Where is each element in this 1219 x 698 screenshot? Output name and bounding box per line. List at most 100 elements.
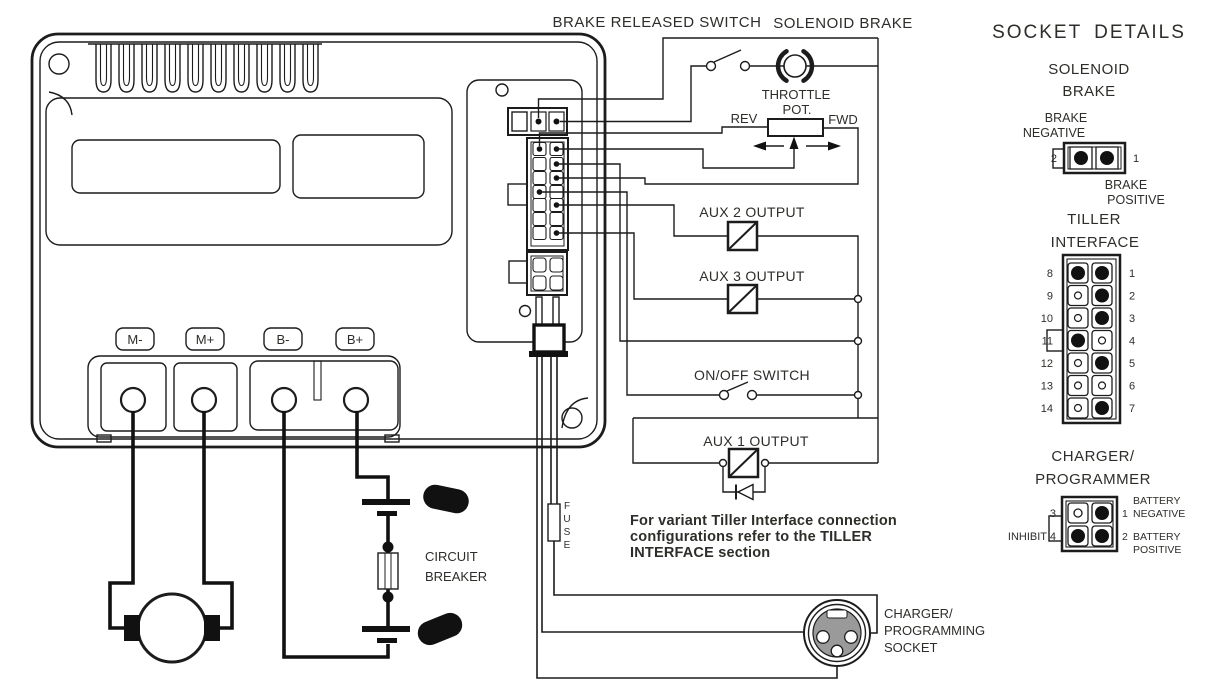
throttle-pot-symbol [753,118,841,151]
screw-hole-top-left [48,53,70,75]
battery-positive-label-line2: POSITIVE [1133,544,1181,556]
screw-hole-bottom-right [561,407,583,429]
charger-pin2-contact [1095,529,1109,543]
rev-label: REV [731,111,758,126]
battery-bottom-symbol [362,612,463,646]
tiller-pin-contact [1097,381,1107,390]
tiller-pin-cell [1067,374,1089,397]
fuse-label-u: U [563,514,570,525]
tiller-pin-cell [1091,262,1113,284]
controller-case [30,32,607,449]
tiller-pin-number-right: 7 [1129,403,1135,415]
panel-screw-bottom [518,304,532,318]
tiller-pin-cell [1091,397,1113,419]
onoff-switch-label: ON/OFF SWITCH [694,367,810,383]
panel-screw-top [495,83,509,97]
fuse-symbol [547,503,561,542]
solenoid-brake-label: SOLENOID BRAKE [773,15,913,32]
battery-positive-label-line1: BATTERY [1133,531,1180,543]
tiller-pin-contact [1095,266,1109,280]
tiller-pin-number-right: 5 [1129,358,1135,370]
charger-pin4-contact [1071,529,1085,543]
note-line2: configurations refer to the TILLER [630,529,872,545]
battery-clamp-bottom [417,612,463,646]
fuse-label-s: S [564,527,571,538]
tiller-interface-heading-line1: TILLER [1067,211,1121,228]
aux1-output-symbol [718,447,770,479]
charger-socket-detail: 3 INHIBIT 4 1 BATTERY NEGATIVE 2 BATTERY… [1008,495,1185,556]
tiller-pin-number-left: 10 [1041,313,1053,325]
heatsink-fins [88,43,322,93]
controller-front-panel [45,97,453,246]
heatsink-fins-inner [99,44,315,87]
tiller-pin-cell [1091,284,1113,307]
tiller-pin-number-left: 14 [1041,403,1053,415]
circuit-breaker-label-line1: CIRCUIT [425,549,478,564]
tiller-pin-cell [1067,307,1089,329]
tiller-pin-contact [1073,358,1083,368]
note-line1: For variant Tiller Interface connection [630,513,897,529]
onoff-switch-symbol [718,381,758,401]
charger-pin2-number: 2 [1122,531,1128,543]
tiller-pin-contact [1073,313,1083,323]
terminal-post-b-minus [270,386,298,414]
aux3-output-label: AUX 3 OUTPUT [699,268,805,284]
tiller-pin-cell [1067,329,1089,352]
charger-pin3-contact [1073,508,1083,518]
charger-pin4-label: INHIBIT 4 [1008,531,1056,543]
tiller-pin-cell [1067,284,1089,307]
tiller-pin-contact [1073,381,1083,390]
tiller-pin-contact [1095,356,1109,370]
bus-junction-nodes [853,294,863,400]
fwd-label: FWD [828,112,858,127]
tiller-pin-cell [1067,262,1089,284]
throttle-label: THROTTLE [762,87,831,102]
fuse-label-f: F [564,501,570,512]
tiller-pin-cell [1091,374,1113,397]
terminal-block: M- M+ B- B+ [87,327,401,443]
tiller-pin-number-right: 6 [1129,381,1135,393]
label-plate-right [292,134,425,199]
charger-programmer-heading-line2: PROGRAMMER [1035,471,1151,488]
tiller-pin-number-right: 1 [1129,268,1135,280]
charger-pin1-contact [1095,506,1109,520]
circuit-breaker-label-line2: BREAKER [425,569,487,584]
terminal-label-m-plus: M+ [196,332,214,347]
brake-released-switch-symbol [705,49,751,72]
aux2-output-symbol [726,220,759,252]
tiller-pin-contact [1095,288,1109,303]
charger-programming-socket-symbol [803,599,871,667]
charger-pin3-number: 3 [1050,508,1056,520]
aux3-output-symbol [726,283,759,315]
terminal-post-m-minus [119,386,147,414]
solenoid-brake-heading-line1: SOLENOID [1048,61,1130,78]
tiller-interface-heading-line2: INTERFACE [1051,234,1140,251]
battery-top-symbol [362,484,469,516]
battery-negative-label-line2: NEGATIVE [1133,508,1185,520]
tiller-pin-number-right: 3 [1129,313,1135,325]
terminal-label-b-plus: B+ [347,332,363,347]
fwd-arrow-icon [828,141,841,151]
note-line3: INTERFACE section [630,545,770,561]
tiller-pin-cell [1091,329,1113,352]
charger-harness-wires [536,357,878,679]
signal-wires [537,37,879,493]
tiller-pin-number-left: 13 [1041,381,1053,393]
controller-charger-connector [508,251,568,296]
label-plate-left [71,139,281,194]
tiller-pin-contact [1071,333,1085,348]
tiller-pin-contact [1097,336,1107,345]
tiller-pin-number-left: 12 [1041,358,1053,370]
solenoid-brake-heading-line2: BRAKE [1062,83,1115,100]
tiller-pin-contact [1095,311,1109,325]
brake-negative-label-line2: NEGATIVE [1023,126,1085,140]
brake-pin1-contact [1100,151,1114,165]
tiller-pin-contact [1071,266,1085,280]
diode-symbol [735,483,754,501]
harness-plug [529,296,568,357]
brake-pin2-contact [1074,151,1088,165]
tiller-pin-number-left: 8 [1047,268,1053,280]
tiller-pin-cell [1067,397,1089,419]
